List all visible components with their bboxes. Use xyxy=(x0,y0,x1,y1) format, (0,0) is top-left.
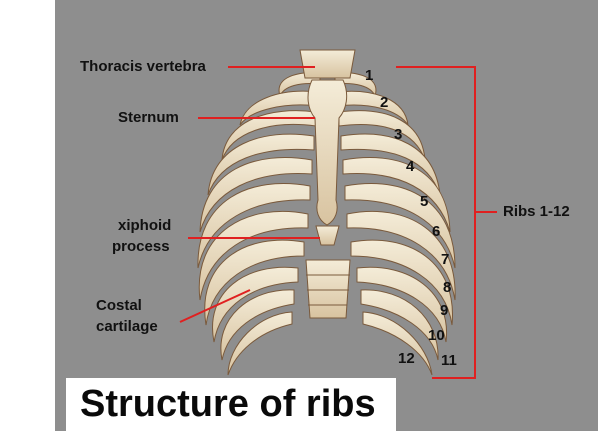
rib-number-11: 11 xyxy=(441,352,457,369)
rib-number-9: 9 xyxy=(440,302,449,319)
rib-number-1: 1 xyxy=(365,67,374,84)
rib-number-4: 4 xyxy=(406,158,415,175)
label-xiphoid-line2: process xyxy=(112,238,170,255)
rib-number-2: 2 xyxy=(380,94,389,111)
rib-left-7 xyxy=(198,210,309,301)
rib-left-9 xyxy=(212,266,299,343)
rib-number-8: 8 xyxy=(443,279,452,296)
rib-right-11 xyxy=(362,311,433,376)
diagram-title: Structure of ribs xyxy=(80,383,376,425)
rib-right-9 xyxy=(356,266,448,343)
rib-left-5 xyxy=(199,157,313,233)
rib-right-8 xyxy=(350,239,453,326)
pointer-lines xyxy=(179,66,497,379)
rib-number-12: 12 xyxy=(398,350,415,367)
rib-left-8 xyxy=(204,239,305,326)
rib-right-7 xyxy=(346,210,456,301)
rib-number-6: 6 xyxy=(432,223,441,240)
label-ribs-range: Ribs 1-12 xyxy=(503,203,570,220)
rib-number-10: 10 xyxy=(428,327,445,344)
ribs-bracket xyxy=(396,66,476,379)
label-thoracic-vertebra: Thoracis vertebra xyxy=(80,58,206,75)
rib-left-4 xyxy=(207,133,315,196)
label-costal-line1: Costal xyxy=(96,297,142,314)
label-xiphoid-line1: xiphoid xyxy=(118,217,172,234)
title-panel xyxy=(66,378,396,431)
ribs-right xyxy=(334,71,456,376)
rib-right-6 xyxy=(344,183,456,269)
rib-number-7: 7 xyxy=(441,251,450,268)
ribs-left xyxy=(197,71,321,376)
rib-number-5: 5 xyxy=(420,193,429,210)
rib-right-10 xyxy=(360,289,439,361)
sternum-shape xyxy=(307,79,348,226)
label-sternum: Sternum xyxy=(118,109,179,126)
thoracic-vertebra-shape xyxy=(299,49,356,79)
rib-left-2 xyxy=(239,90,319,126)
rib-left-10 xyxy=(220,289,295,361)
rib-left-6 xyxy=(197,183,311,269)
rib-right-5 xyxy=(342,157,451,233)
label-costal-line2: cartilage xyxy=(96,318,158,335)
rib-number-3: 3 xyxy=(394,126,403,143)
lower-vertebrae-shape xyxy=(305,259,351,319)
xiphoid-shape xyxy=(315,225,340,246)
rib-left-11 xyxy=(227,311,293,376)
costal-cartilage-pointer xyxy=(179,289,251,323)
sternum-and-spine xyxy=(299,49,356,319)
